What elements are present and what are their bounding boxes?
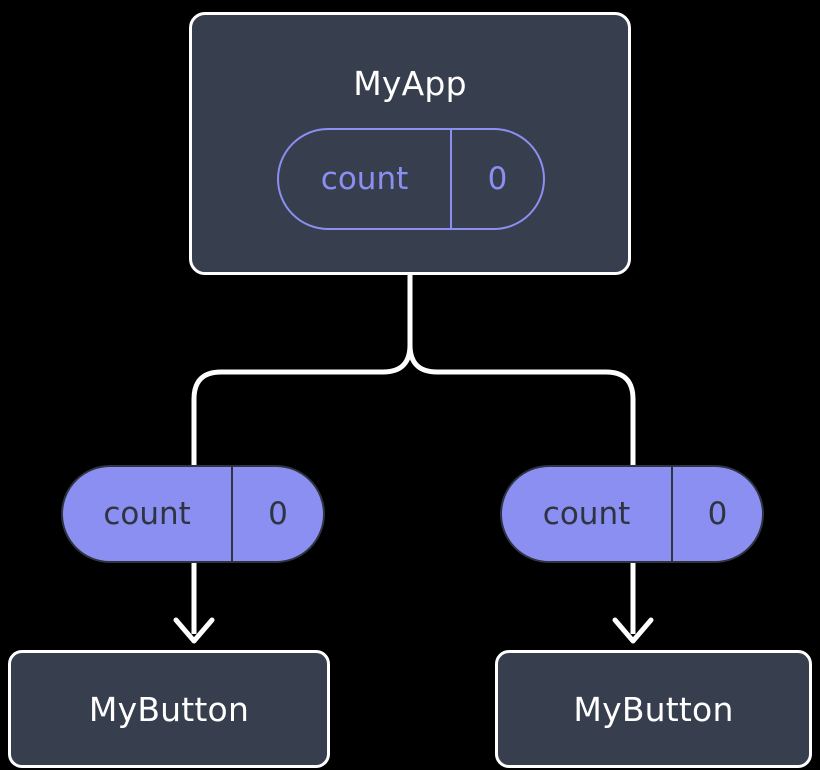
state-pill-key: count — [320, 160, 409, 197]
state-pill-value: 0 — [671, 467, 762, 561]
state-pill-value: 0 — [450, 130, 543, 228]
component-title-mybutton-right: MyButton — [573, 689, 734, 729]
component-title-myapp: MyApp — [353, 64, 467, 103]
state-pill-right-count[interactable]: count 0 — [500, 465, 764, 563]
edge-right-arrow-head — [612, 617, 654, 644]
edge-root-fork-right — [407, 272, 636, 468]
state-pill-value: 0 — [231, 467, 323, 561]
component-node-myapp[interactable]: MyApp — [189, 12, 631, 275]
state-pill-key: count — [542, 495, 631, 532]
edge-left-arrow-head — [173, 617, 215, 644]
component-node-mybutton-right[interactable]: MyButton — [495, 650, 812, 768]
state-pill-myapp-count[interactable]: count 0 — [277, 128, 545, 230]
state-pill-key: count — [103, 495, 191, 532]
edge-root-fork — [191, 272, 413, 468]
component-node-mybutton-left[interactable]: MyButton — [8, 650, 330, 768]
state-pill-left-count[interactable]: count 0 — [61, 465, 325, 563]
component-title-mybutton-left: MyButton — [88, 689, 250, 729]
